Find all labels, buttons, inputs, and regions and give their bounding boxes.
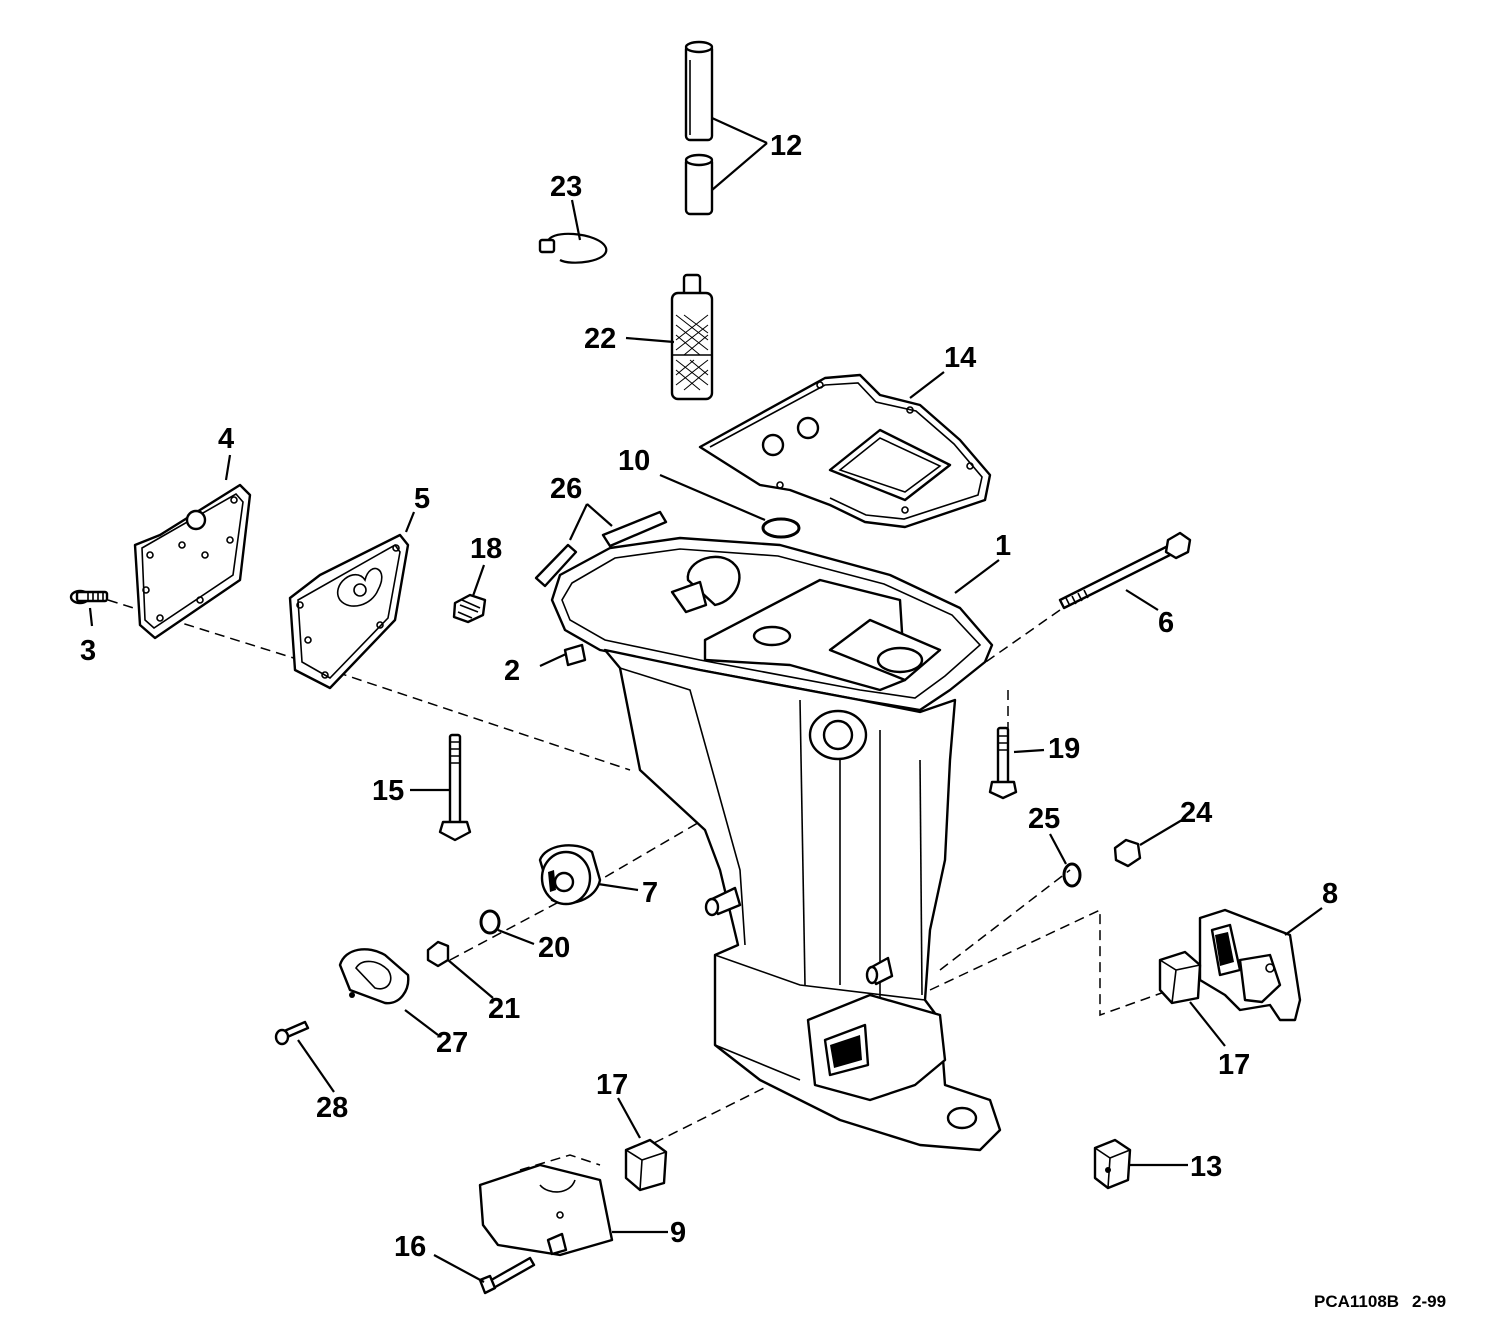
part-1-driveshaft-housing	[550, 536, 1002, 1152]
part-12-water-tubes	[684, 40, 714, 216]
callout-18: 18	[470, 533, 502, 565]
callout-3: 3	[80, 635, 96, 667]
callout-20: 20	[538, 932, 570, 964]
callout-labels: 12 23 22 14 10 26 4 5 18 1 6 3 2 15 19 2…	[80, 130, 1338, 1263]
figure-code: PCA1108B	[1314, 1292, 1399, 1311]
callout-22: 22	[584, 323, 616, 355]
figure-date: 2-99	[1412, 1292, 1446, 1311]
part-17-pad-bottom	[624, 1138, 668, 1192]
part-26-hoses	[534, 510, 668, 588]
part-23-hose-clamp	[538, 232, 608, 264]
part-22-water-screen	[670, 273, 714, 401]
part-17-pad-right	[1158, 950, 1202, 1005]
part-14-gasket	[698, 373, 992, 529]
callout-24: 24	[1180, 797, 1212, 829]
part-20-washer	[479, 909, 501, 935]
callout-28: 28	[316, 1092, 348, 1124]
callout-23: 23	[550, 171, 582, 203]
callout-7: 7	[642, 877, 658, 909]
leader-lines	[88, 116, 1323, 1283]
callout-10: 10	[618, 445, 650, 477]
callout-1: 1	[995, 530, 1011, 562]
callout-2: 2	[504, 655, 520, 687]
part-27-gasket	[338, 948, 410, 1005]
callout-6: 6	[1158, 607, 1174, 639]
part-24-nut	[1113, 838, 1142, 868]
callout-25: 25	[1028, 803, 1060, 835]
part-18-nut	[452, 593, 487, 624]
part-21-nut	[426, 940, 450, 968]
part-8-bracket	[1198, 908, 1302, 1022]
callout-27: 27	[436, 1027, 468, 1059]
part-13-block	[1093, 1138, 1132, 1190]
part-28-screw	[274, 1020, 310, 1046]
part-9-lower-cover	[478, 1163, 614, 1257]
callout-15: 15	[372, 775, 404, 807]
callout-4: 4	[218, 423, 234, 455]
callout-16: 16	[394, 1231, 426, 1263]
callout-8: 8	[1322, 878, 1338, 910]
callout-12: 12	[770, 130, 802, 162]
callout-17-right: 17	[1218, 1049, 1250, 1081]
callout-5: 5	[414, 483, 430, 515]
part-19-bolt	[988, 726, 1018, 800]
part-6-long-bolt	[1058, 531, 1192, 610]
callout-17-bottom: 17	[596, 1069, 628, 1101]
callout-21: 21	[488, 993, 520, 1025]
callout-14: 14	[944, 342, 976, 374]
callout-13: 13	[1190, 1151, 1222, 1183]
part-10-o-ring	[761, 517, 801, 539]
part-16-screw	[478, 1256, 536, 1295]
part-7-rubber-mount	[538, 844, 602, 906]
part-25-o-ring	[1062, 862, 1082, 888]
part-5-gasket	[288, 533, 410, 690]
callout-9: 9	[670, 1217, 686, 1249]
callout-19: 19	[1048, 733, 1080, 765]
callout-26: 26	[550, 473, 582, 505]
part-15-bolt	[438, 733, 472, 842]
part-3-screw	[69, 589, 109, 605]
part-4-cover-plate	[133, 483, 252, 640]
